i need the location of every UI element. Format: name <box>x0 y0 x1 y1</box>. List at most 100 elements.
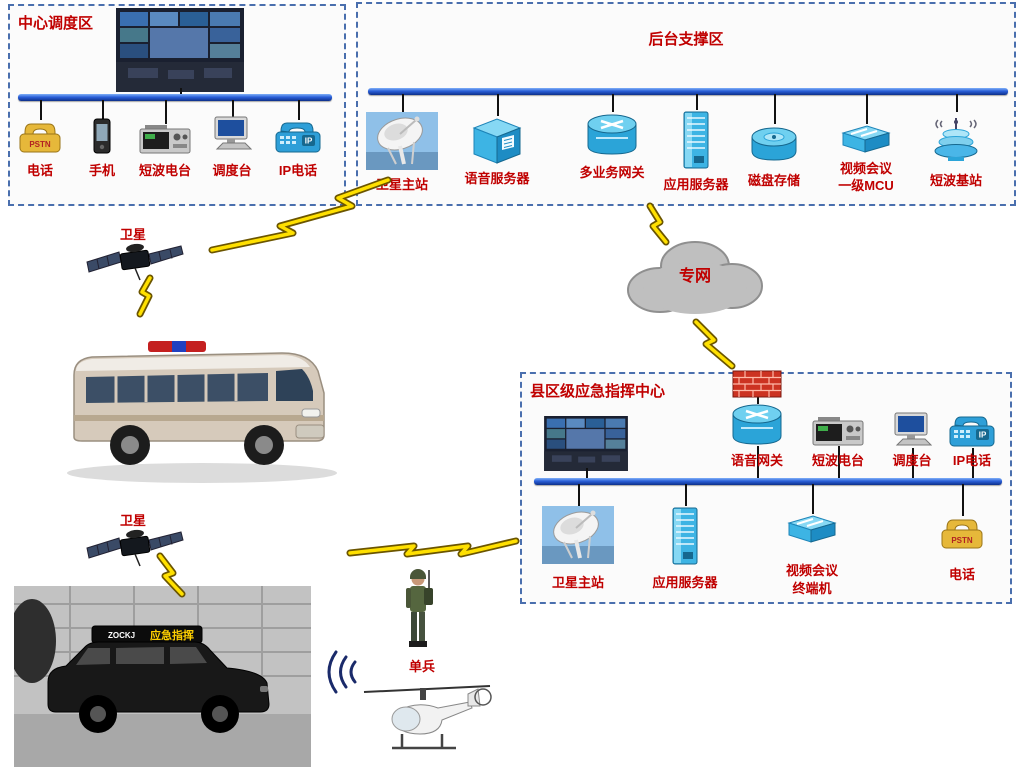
soldier-icon <box>406 569 433 647</box>
helicopter-drone-image <box>358 676 498 766</box>
shortwave-radio-icon <box>139 124 191 154</box>
device-vc-terminal-label-line2: 终端机 <box>792 581 832 596</box>
mobile-phone-icon <box>93 118 111 154</box>
backend-zone-title: 后台支撑区 <box>648 31 724 48</box>
emergency-suv-image: ZOCKJ 应急指挥 <box>14 586 311 767</box>
device-satellite-master-label: 卫星主站 <box>375 177 429 192</box>
voice-server-icon <box>473 118 521 164</box>
connector-line <box>298 100 300 120</box>
pstn-phone-icon <box>941 519 983 549</box>
county-videowall-image <box>544 416 628 471</box>
connector-line <box>612 94 614 112</box>
private-network-label: 专网 <box>678 268 712 285</box>
device-disk-storage-label: 磁盘存储 <box>747 173 801 188</box>
connector-line <box>232 100 234 118</box>
wireless-signal <box>320 648 362 696</box>
device-multiservice-gateway-label: 多业务网关 <box>579 165 645 180</box>
disk-storage-icon <box>751 127 797 161</box>
connector-line <box>102 100 104 120</box>
device-county-dispatch-console-label: 调度台 <box>892 453 932 468</box>
connector-line <box>962 484 964 516</box>
device-county-ip-phone <box>948 414 996 448</box>
device-shortwave-radio-label: 短波电台 <box>138 163 192 178</box>
pstn-phone-icon <box>19 123 61 153</box>
satellite-dish-icon <box>366 112 438 170</box>
command-bus-icon <box>67 341 337 483</box>
central-zone-title: 中心调度区 <box>18 15 94 32</box>
device-county-app-server-label: 应用服务器 <box>652 575 718 590</box>
device-video-mcu-label-line2: 一级MCU <box>838 178 894 193</box>
satellite-top <box>85 240 185 290</box>
central-network-bus <box>18 94 332 101</box>
device-mobile-phone <box>92 118 112 154</box>
connector-line <box>165 100 167 124</box>
connector-line <box>685 484 687 506</box>
connector-line <box>757 446 759 478</box>
suv-roof-text: 应急指挥 <box>150 628 194 642</box>
device-video-mcu-label-line1: 视频会议 <box>839 161 893 176</box>
device-telephone <box>17 120 63 156</box>
device-county-dispatch-console <box>892 412 932 448</box>
device-video-mcu <box>837 124 895 154</box>
firewall-icon <box>732 370 782 398</box>
satellite-bottom-label: 卫星 <box>119 513 147 528</box>
connector-line <box>578 484 580 506</box>
connector-line <box>972 448 974 478</box>
shortwave-radio-icon <box>812 416 864 446</box>
satellite-top-label: 卫星 <box>119 227 147 242</box>
ip-phone-icon <box>275 122 321 153</box>
satellite-dish-icon <box>542 506 614 564</box>
dispatch-console-icon <box>894 412 932 446</box>
connector-line <box>838 446 840 478</box>
device-county-satellite-master-label: 卫星主站 <box>551 575 605 590</box>
connector-line <box>402 94 404 112</box>
device-satellite-master-station <box>366 112 438 170</box>
connector-line <box>866 94 868 124</box>
device-voice-gateway-label: 语音网关 <box>730 453 784 468</box>
videowall-icon <box>116 8 244 92</box>
device-county-telephone <box>939 516 985 552</box>
connector-line <box>757 396 759 404</box>
gateway-router-icon <box>731 403 783 446</box>
device-mobile-label: 手机 <box>88 163 116 178</box>
device-voice-server <box>468 116 526 164</box>
device-shortwave-base-station-label: 短波基站 <box>929 173 983 188</box>
satellite-bottom <box>85 526 185 576</box>
zone-backend-support <box>356 2 1016 206</box>
device-voice-gateway <box>731 402 783 448</box>
app-server-icon <box>683 111 709 169</box>
command-bus-image <box>52 297 347 492</box>
device-county-telephone-label: 电话 <box>948 567 976 582</box>
device-county-satellite-master <box>542 506 614 564</box>
county-network-bus <box>534 478 1002 485</box>
device-county-shortwave-radio-label: 短波电台 <box>811 453 865 468</box>
device-shortwave-radio <box>139 124 191 154</box>
ip-phone-icon <box>949 416 995 447</box>
firewall <box>732 368 782 398</box>
app-server-icon <box>672 507 698 565</box>
device-multiservice-gateway <box>586 112 638 158</box>
device-county-app-server <box>670 506 700 566</box>
wireless-signal-icon <box>327 650 357 694</box>
control-room-videowall-image <box>116 8 244 92</box>
soldier-label: 单兵 <box>408 659 436 674</box>
device-disk-storage <box>749 124 799 164</box>
base-station-icon <box>934 117 978 162</box>
connector-line <box>696 94 698 110</box>
gateway-router-icon <box>586 113 638 156</box>
device-vc-terminal <box>783 514 841 544</box>
satellite-icon <box>86 242 184 281</box>
backend-network-bus <box>368 88 1008 95</box>
dispatch-console-icon <box>214 116 252 150</box>
connector-line <box>774 94 776 124</box>
device-voice-server-label: 语音服务器 <box>464 171 530 186</box>
connector-line <box>40 100 42 120</box>
device-ip-phone-label: IP电话 <box>278 163 318 178</box>
emergency-suv-icon: ZOCKJ 应急指挥 <box>14 586 311 767</box>
connector-line <box>586 468 588 478</box>
videowall-icon <box>544 416 628 471</box>
cloud-icon <box>627 241 763 314</box>
connector-line <box>956 94 958 112</box>
suv-brand-text: ZOCKJ <box>108 631 135 640</box>
vc-terminal-icon <box>788 515 836 543</box>
